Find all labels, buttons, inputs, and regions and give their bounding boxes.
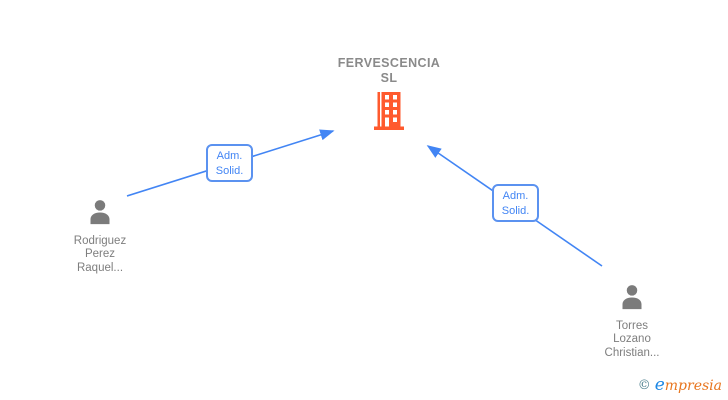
- company-name-line: SL: [380, 71, 398, 85]
- company-name: FERVESCENCIA SL: [314, 56, 464, 86]
- empresia-logo-initial: e: [654, 375, 665, 395]
- edge-label-adm-solid-right: Adm. Solid.: [492, 184, 539, 222]
- person-name-line: Raquel...: [76, 261, 124, 274]
- empresia-logo: ©empresia: [638, 375, 722, 395]
- person-icon: [617, 285, 647, 314]
- company-node[interactable]: FERVESCENCIA SL: [314, 56, 464, 135]
- person-name-line: Rodriguez: [73, 234, 127, 247]
- person-name: Torres Lozano Christian...: [582, 320, 682, 361]
- copyright-icon: ©: [637, 378, 651, 393]
- person-name-line: Christian...: [604, 346, 660, 359]
- edge-label-line: Solid.: [501, 205, 530, 217]
- person-name-line: Torres: [616, 319, 648, 332]
- person-icon: [85, 200, 115, 229]
- person-node-rodriguez[interactable]: Rodriguez Perez Raquel...: [50, 196, 150, 275]
- person-name: Rodriguez Perez Raquel...: [50, 235, 150, 276]
- edge-label-line: Adm.: [502, 190, 529, 202]
- person-name-line: Lozano: [613, 333, 651, 345]
- person-node-torres[interactable]: Torres Lozano Christian...: [582, 281, 682, 360]
- empresia-logo-text: mpresia: [664, 378, 722, 394]
- edge-label-line: Adm.: [216, 150, 243, 162]
- building-icon: [314, 92, 464, 135]
- person-name-line: Perez: [84, 248, 116, 260]
- company-name-line: FERVESCENCIA: [337, 56, 441, 70]
- edge-label-adm-solid-left: Adm. Solid.: [206, 144, 253, 182]
- edge-label-line: Solid.: [215, 165, 244, 177]
